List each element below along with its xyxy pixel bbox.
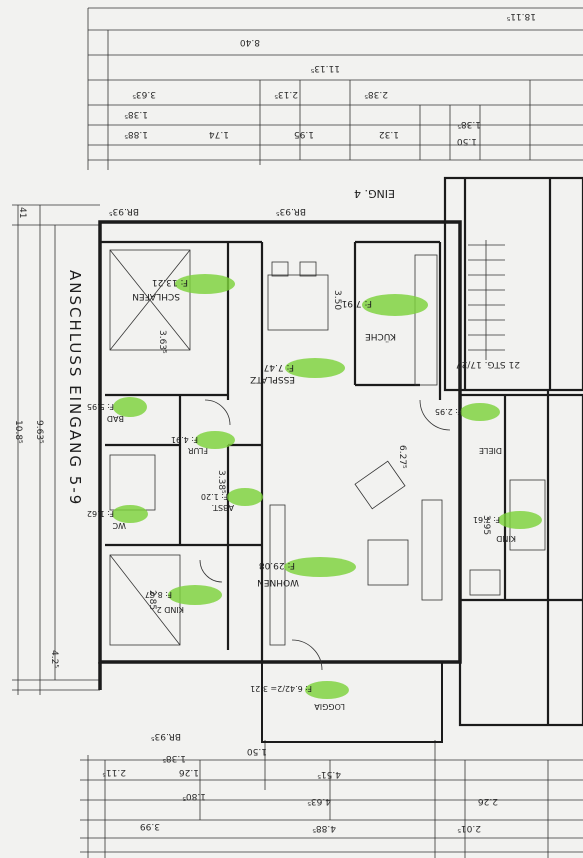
stair-note: 21 STG. 17/27: [456, 359, 520, 369]
room-name-kind: KIND: [496, 534, 516, 543]
room-area-wc: F: 1.62: [87, 509, 114, 518]
room-area-wohnen: F: 29.08: [259, 560, 295, 570]
dim-bottom: 4.63⁵: [307, 796, 331, 806]
neighbour-unit: [443, 176, 583, 727]
furniture: [109, 249, 546, 646]
dim-bottom: 2.01⁵: [457, 823, 481, 833]
dim-left: 10.8⁵: [13, 420, 23, 444]
interior-dimension-labels: 3.63⁵ 3.50 3.38⁵ 6.27⁵ 2.85 3.95: [147, 290, 491, 610]
room-name-diele: DIELE: [479, 446, 502, 455]
interior-walls: [100, 240, 442, 662]
dim-left: 41: [17, 207, 27, 218]
room-name-flur: FLUR: [187, 446, 208, 455]
dim-bottom: 1.26: [179, 767, 199, 777]
plan-title: ANSCHLUSS EINGANG 5-9: [66, 270, 84, 506]
dim-top: 18.11⁵: [506, 11, 536, 21]
dim-top: 1.38⁵: [124, 109, 148, 119]
dim-int: 2.85: [147, 590, 157, 610]
room-area-bad: F: 5.95: [87, 402, 114, 411]
stair-treads: [468, 240, 505, 360]
room-area-loggia: F: 6.42/2= 3.21: [250, 684, 312, 693]
dim-bottom: BR.93⁵: [151, 731, 181, 741]
room-area-kueche: F: 7.91: [342, 298, 372, 308]
room-area-kind: F: 7.61: [473, 515, 500, 524]
dim-top: 1.32: [379, 129, 399, 139]
dim-top: 8.40: [240, 37, 260, 47]
dim-bottom: 3.99: [140, 821, 160, 831]
dim-bottom: 4.51⁵: [317, 769, 341, 779]
dim-bottom: 4.88⁵: [312, 823, 336, 833]
room-name-bad: BAD: [107, 414, 124, 423]
bottom-dimension-lines: [80, 740, 583, 858]
room-name-schlafen: SCHLAFEN: [132, 291, 180, 301]
dim-left: 4.2⁵: [49, 650, 59, 668]
top-dimension-lines: [87, 7, 583, 170]
dim-top: 1.50: [457, 136, 477, 146]
entrance-label: EING. 4: [354, 187, 395, 200]
room-area-abst: F: 1.20: [201, 492, 228, 501]
room-area-essplatz: F: 7.47: [264, 362, 294, 372]
door-swings: [199, 399, 451, 671]
dim-top: 1.74: [209, 129, 229, 139]
dim-top: 2.38⁵: [364, 89, 388, 99]
dim-top: BR.93⁵: [276, 206, 306, 216]
dim-top: 3.63⁵: [132, 89, 156, 99]
room-area-schlafen: F: 13.21: [152, 277, 188, 287]
room-area-diele: F: 2.95: [435, 407, 462, 416]
dim-bottom: 1.38⁵: [162, 753, 186, 763]
dim-bottom: 1.50: [247, 746, 267, 756]
top-dimension-labels: 18.11⁵ 8.40 11.13⁵ 3.63⁵ 2.13⁵ 2.38⁵ 1.3…: [109, 11, 536, 216]
dim-top: 2.13⁵: [274, 89, 298, 99]
room-name-wc: WC: [112, 521, 126, 530]
room-area-kind2: F: 8.67: [145, 590, 172, 599]
room-name-wohnen: WOHNEN: [257, 577, 299, 587]
room-name-essplatz: ESSPLATZ: [250, 374, 295, 384]
dim-int: 3.63⁵: [157, 330, 167, 354]
dim-top: 11.13⁵: [310, 63, 340, 73]
dim-int: 3.50: [332, 290, 342, 310]
bottom-dimension-labels: BR.93⁵ 1.50 1.38⁵ 1.26 2.11⁵ 1.80⁵ 4.51⁵…: [102, 731, 498, 833]
highlight-marks: [112, 274, 542, 699]
dim-int: 3.38⁵: [216, 470, 226, 494]
room-area-flur: F: 4.91: [171, 435, 198, 444]
room-labels: SCHLAFEN F: 13.21 KÜCHE F: 7.91 ESSPLATZ…: [87, 277, 516, 711]
dim-top: 1.38⁵: [457, 119, 481, 129]
dim-left: 9.63⁵: [34, 420, 44, 444]
room-name-loggia: LOGGIA: [314, 702, 345, 711]
dim-bottom: 2.11⁵: [102, 767, 126, 777]
dim-top: 1.95: [294, 129, 314, 139]
dim-top: 1.88⁵: [124, 129, 148, 139]
room-name-kueche: KÜCHE: [365, 331, 396, 342]
dim-bottom: 1.80⁵: [182, 791, 206, 801]
dim-int: 6.27⁵: [397, 445, 407, 469]
dim-int: 3.95: [481, 515, 491, 535]
room-name-abst: ABST.: [212, 503, 234, 512]
dim-bottom: 2.26: [478, 796, 498, 806]
left-dimension-lines: [12, 204, 100, 695]
dim-top: BR.93⁵: [109, 206, 139, 216]
room-name-kind2: KIND 2: [157, 605, 184, 614]
left-dimension-labels: 10.8⁵ 9.63⁵ 4.2⁵ 41: [13, 207, 59, 668]
